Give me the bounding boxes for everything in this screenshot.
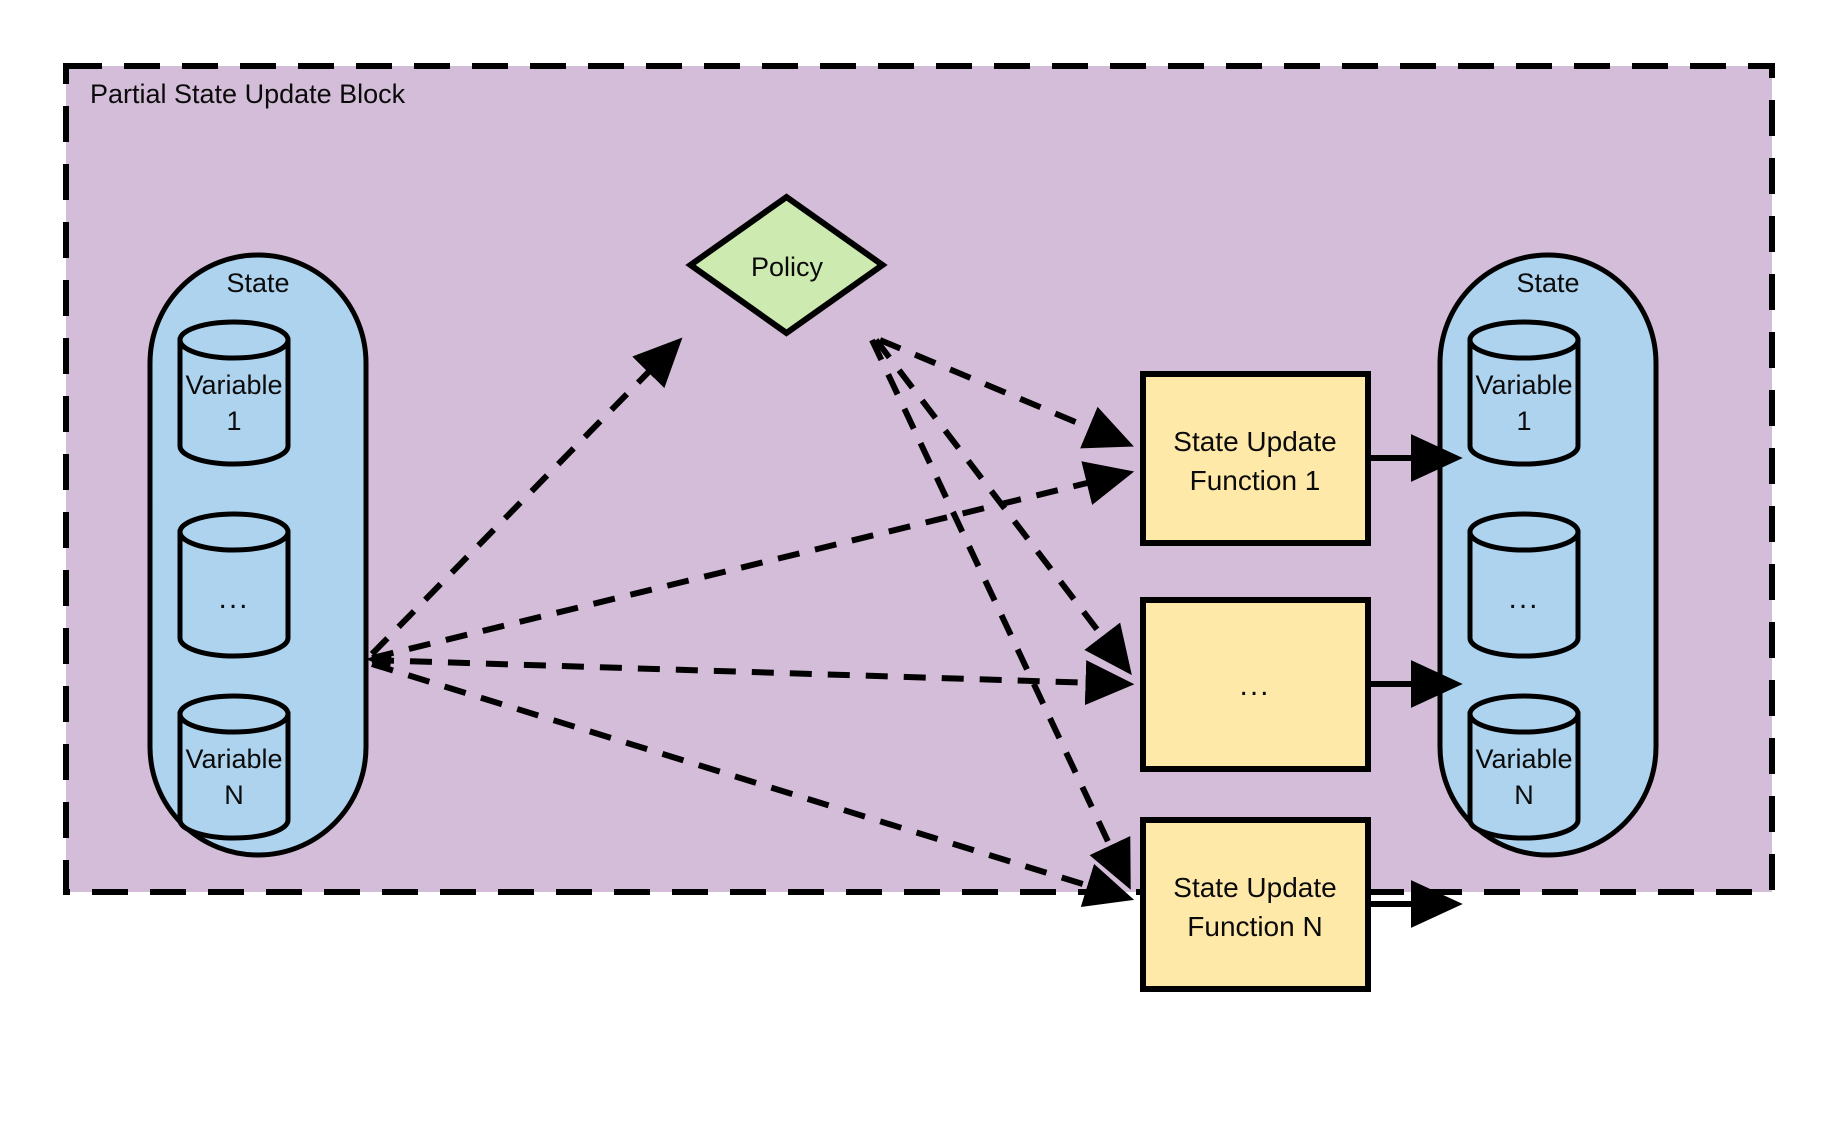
- block-title: Partial State Update Block: [90, 79, 406, 109]
- state-update-function-mid-label: ...: [1239, 669, 1270, 702]
- state-update-function-mid: ...: [1140, 597, 1371, 772]
- input-variable-mid: ...: [177, 511, 291, 659]
- output-variable-1-label-line2: 1: [1516, 406, 1531, 436]
- input-variable-mid-label: ...: [218, 582, 249, 615]
- state-update-function-n-label-line2: Function N: [1187, 911, 1322, 942]
- input-variable-n: Variable N: [177, 693, 291, 841]
- state-update-function-1: State Update Function 1: [1140, 371, 1371, 546]
- edge-policy-to-function-n: [869, 338, 1131, 890]
- state-update-function-n: State Update Function N: [1140, 817, 1371, 992]
- output-variable-mid: ...: [1467, 511, 1581, 659]
- output-variable-1: Variable 1: [1467, 319, 1581, 467]
- state-update-function-1-label-line1: State Update: [1173, 426, 1336, 457]
- input-variable-1-label-line1: Variable: [185, 370, 282, 400]
- output-state-title: State: [1516, 268, 1579, 298]
- edge-input-state-to-function-mid: [371, 657, 1135, 706]
- input-variable-1: Variable 1: [177, 319, 291, 467]
- edge-input-state-to-function-n: [371, 661, 1135, 907]
- output-variable-n-label-line1: Variable: [1475, 744, 1572, 774]
- policy-label: Policy: [751, 252, 824, 282]
- state-update-function-n-label-line1: State Update: [1173, 872, 1336, 903]
- state-update-function-1-label-line2: Function 1: [1190, 465, 1321, 496]
- input-variable-n-label-line1: Variable: [185, 744, 282, 774]
- edge-policy-to-function-1: [878, 337, 1134, 449]
- output-variable-1-label-line1: Variable: [1475, 370, 1572, 400]
- input-variable-n-label-line2: N: [224, 780, 244, 810]
- output-variable-n: Variable N: [1467, 693, 1581, 841]
- input-state-title: State: [226, 268, 289, 298]
- policy-node: Policy: [685, 193, 888, 337]
- output-variable-mid-label: ...: [1508, 582, 1539, 615]
- output-variable-n-label-line2: N: [1514, 780, 1534, 810]
- edge-policy-to-function-mid: [873, 338, 1132, 676]
- input-variable-1-label-line2: 1: [226, 406, 241, 436]
- edge-hub-arrowhead: [366, 650, 392, 670]
